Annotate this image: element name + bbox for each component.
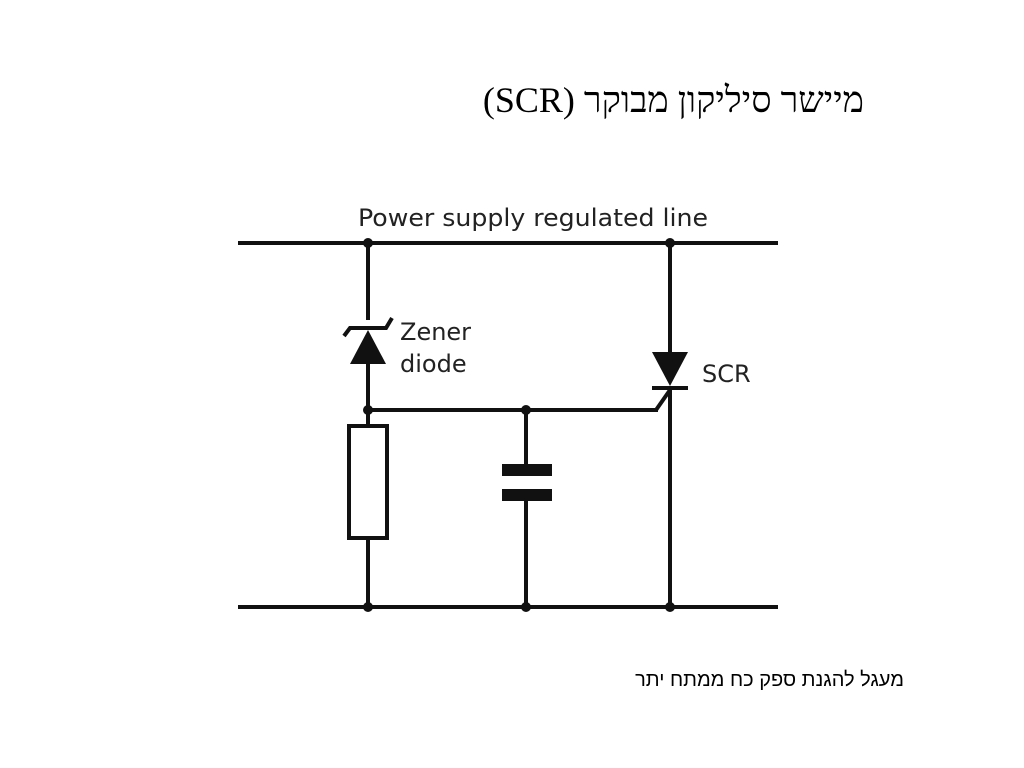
slide-title: מיישר סיליקון מבוקר (SCR) <box>482 80 864 120</box>
capacitor-plate-bottom <box>502 489 552 501</box>
junction-dot <box>363 238 373 248</box>
scr-label: SCR <box>702 360 751 388</box>
junction-dot <box>665 238 675 248</box>
scr-triangle <box>652 352 688 386</box>
junction-dot <box>363 405 373 415</box>
gate-lead <box>654 388 672 412</box>
capacitor-plate-top <box>502 464 552 476</box>
supply-line-label: Power supply regulated line <box>358 204 708 232</box>
junction-dot <box>521 405 531 415</box>
resistor <box>347 424 389 540</box>
zener-label-line1: Zener <box>400 318 471 346</box>
scr <box>652 352 688 390</box>
junction-dot <box>665 602 675 612</box>
zener-label-line2: diode <box>400 350 467 378</box>
junction-dot <box>521 602 531 612</box>
capacitor <box>502 464 552 501</box>
zener-diode-bar <box>342 316 394 338</box>
zener-diode-triangle <box>350 330 386 364</box>
zener-diode <box>342 316 394 364</box>
junction-dot <box>363 602 373 612</box>
slide-caption: מעגל להגנת ספק כח ממתח יתר <box>635 669 904 691</box>
